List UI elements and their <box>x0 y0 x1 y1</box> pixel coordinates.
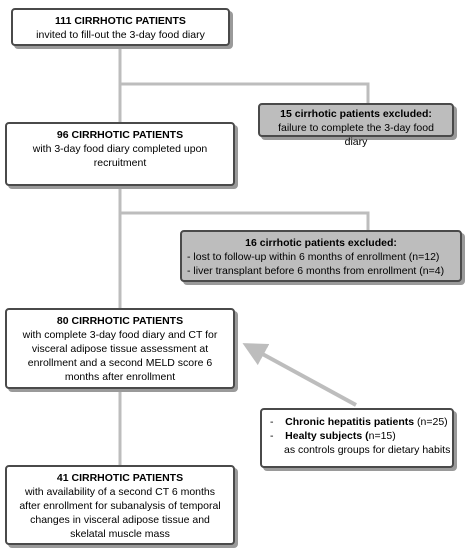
analysis-line-2: visceral adipose tissue assessment at <box>31 343 209 355</box>
analysis-cohort-box: 80 CIRRHOTIC PATIENTS with complete 3-da… <box>5 308 235 389</box>
enrolled-text: invited to fill-out the 3-day food diary <box>36 29 205 41</box>
analysis-line-4: months after enrollment <box>64 371 176 383</box>
exclusion-2-line-1: - lost to follow-up within 6 months of e… <box>187 251 440 263</box>
exclusion-2-title: 16 cirrhotic patients excluded: <box>245 237 397 249</box>
control-item-healthy-subjects: - Healty subjects (n=15) <box>270 429 444 443</box>
analysis-line-1: with complete 3-day food diary and CT fo… <box>22 329 218 341</box>
control-item-chronic-hepatitis: - Chronic hepatitis patients (n=25) <box>270 415 448 429</box>
subanalysis-line-1: with availability of a second CT 6 month… <box>24 486 216 498</box>
completed-diary-box: 96 CIRRHOTIC PATIENTS with 3-day food di… <box>5 122 235 186</box>
control-item-2-count: n=15) <box>368 430 396 442</box>
exclusion-box-1: 15 cirrhotic patients excluded: failure … <box>258 103 454 148</box>
branch-to-exclusion-2 <box>120 211 370 230</box>
enrolled-title: 111 CIRRHOTIC PATIENTS <box>55 15 186 27</box>
exclusion-1-title: 15 cirrhotic patients excluded: <box>280 108 432 120</box>
subanalysis-line-4: skelatal muscle mass <box>70 528 170 540</box>
completed-line-2: recruitment <box>93 157 147 169</box>
control-note: as controls groups for dietary habits <box>284 444 451 456</box>
control-item-2-bullet: - <box>270 430 274 442</box>
subanalysis-line-2: after enrollment for subanalysis of temp… <box>19 500 221 512</box>
subanalysis-line-3: changes in visceral adipose tissue and <box>30 514 210 526</box>
control-item-2-name: Healty subjects ( <box>285 430 369 442</box>
enrolled-patients-box: 111 CIRRHOTIC PATIENTS invited to fill-o… <box>11 8 230 46</box>
completed-line-1: with 3-day food diary completed upon <box>32 143 208 155</box>
control-groups-box: - Chronic hepatitis patients (n=25) - He… <box>260 408 454 468</box>
control-item-1-bullet: - <box>270 416 274 428</box>
controls-arrow <box>242 343 357 407</box>
completed-title: 96 CIRRHOTIC PATIENTS <box>56 129 184 141</box>
subanalysis-cohort-box: 41 CIRRHOTIC PATIENTS with availability … <box>5 465 235 545</box>
exclusion-1-text: failure to complete the 3-day food diary <box>278 122 434 148</box>
control-item-1-count: (n=25) <box>414 416 448 428</box>
analysis-line-3: enrollment and a second MELD score 6 <box>27 357 213 369</box>
analysis-title: 80 CIRRHOTIC PATIENTS <box>56 315 184 327</box>
subanalysis-title: 41 CIRRHOTIC PATIENTS <box>56 472 184 484</box>
exclusion-2-line-2: - liver transplant before 6 months from … <box>187 265 445 277</box>
branch-to-exclusion-1 <box>120 82 370 103</box>
control-item-1-name: Chronic hepatitis patients <box>285 416 415 428</box>
exclusion-box-2: 16 cirrhotic patients excluded: - lost t… <box>180 230 462 282</box>
